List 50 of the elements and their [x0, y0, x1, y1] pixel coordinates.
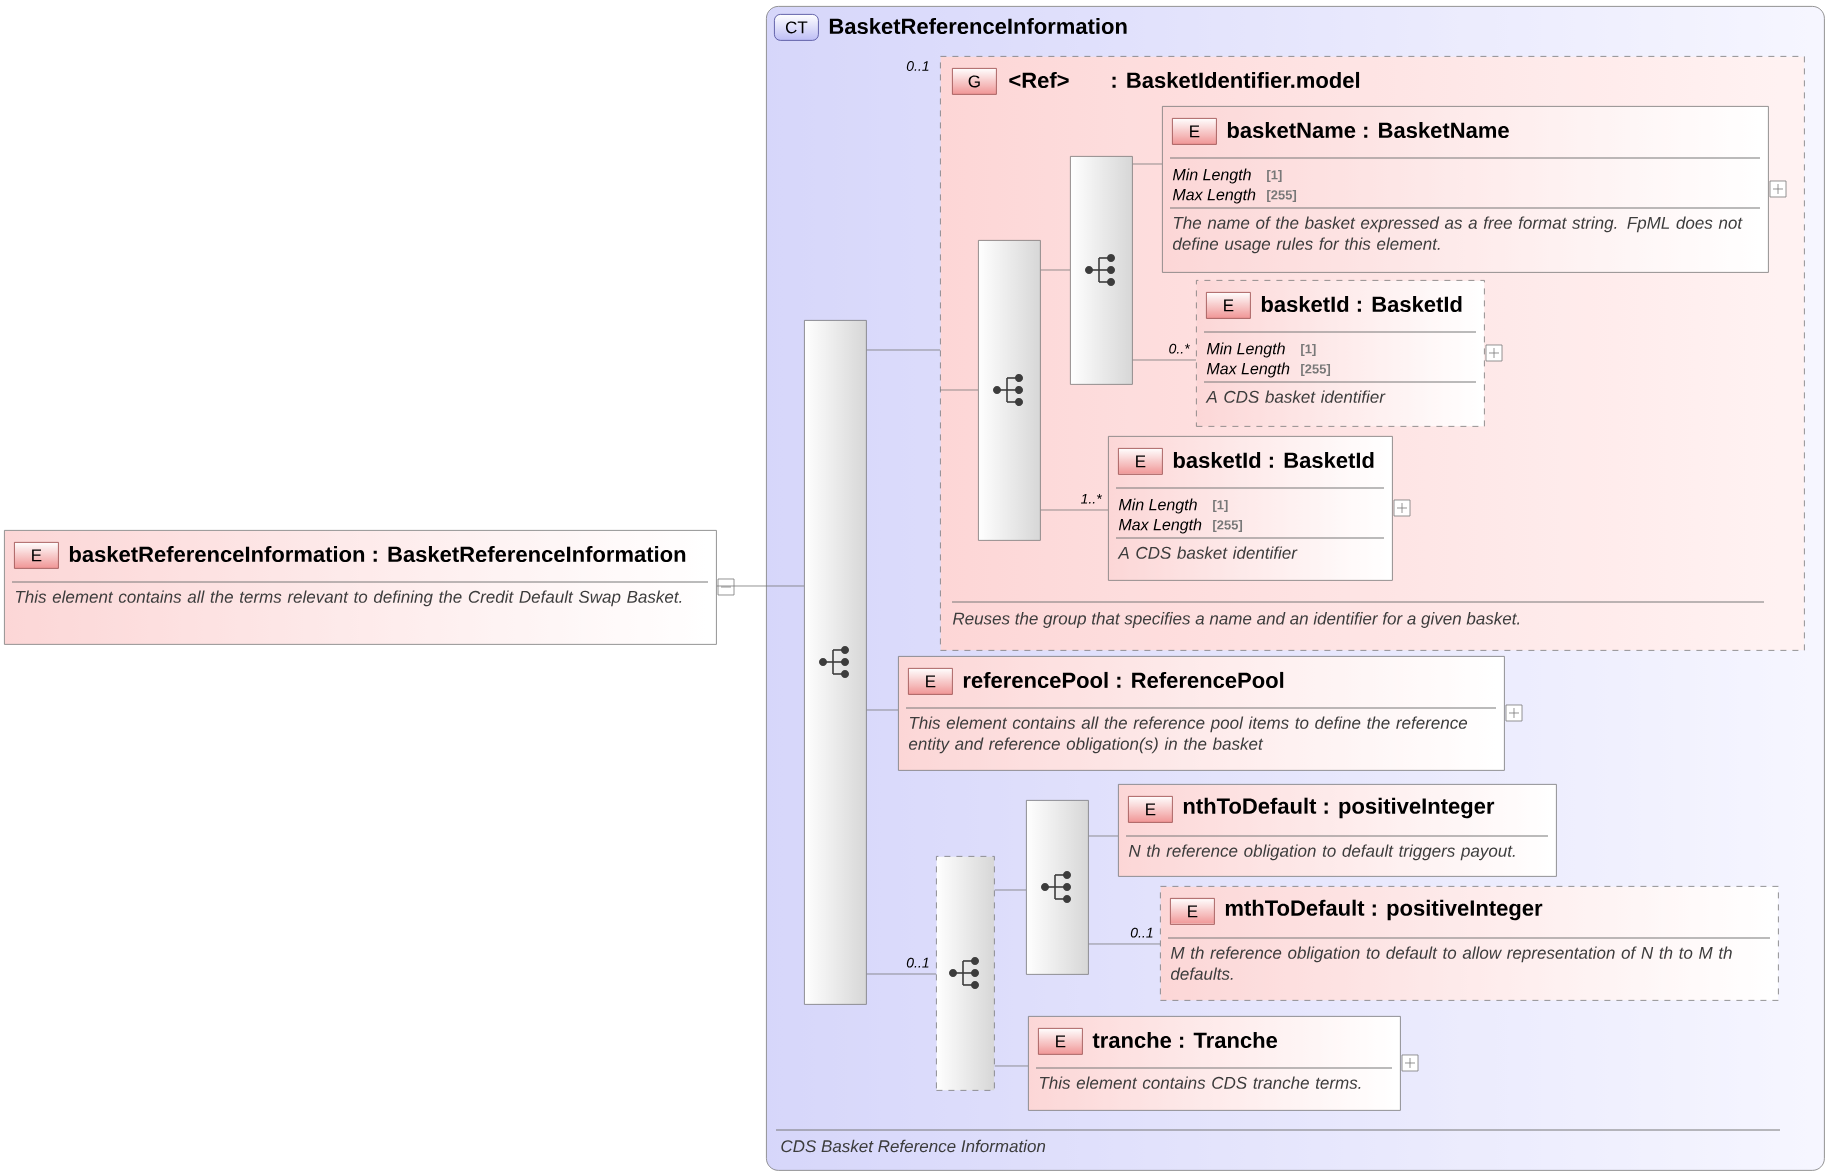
element-name: basketId : BasketId — [1261, 295, 1462, 313]
badge: E — [1206, 292, 1251, 319]
connector-line — [866, 709, 899, 711]
facet-name: Max Length — [1118, 518, 1202, 534]
facet-name: Min Length — [1206, 342, 1285, 358]
description: N th reference obligation to default triggers payout. — [1128, 844, 1515, 861]
badge: E — [14, 542, 59, 569]
badge: E — [1038, 1028, 1083, 1055]
facet-name: Min Length — [1118, 498, 1197, 514]
connector-line — [1040, 509, 1109, 511]
connector-line — [994, 889, 1027, 891]
connector-line — [1040, 269, 1071, 271]
badge: E — [1170, 898, 1215, 925]
badge: E — [1172, 118, 1217, 145]
description: A CDS basket identifier — [1205, 390, 1386, 403]
element-name: basketId : BasketId — [1173, 451, 1374, 469]
connector-line — [994, 1065, 1029, 1067]
element-name: tranche : Tranche — [1092, 1031, 1278, 1049]
connector-line — [1088, 835, 1119, 837]
description: This element contains all the terms relevant to defining the Credit Default Swap Basket. — [15, 590, 682, 607]
connector-line — [939, 389, 979, 391]
connector-line — [1088, 943, 1161, 945]
connector-line — [716, 585, 805, 587]
description: M th reference obligation to default to allow representation of N th to M th defaults. — [1170, 946, 1732, 980]
description: A CDS basket identifier — [1117, 546, 1298, 559]
badge: E — [908, 668, 953, 695]
element-name: basketReferenceInformation : BasketReferenceInformation — [69, 545, 686, 563]
connector-line — [1132, 359, 1197, 361]
element-name: mthToDefault : positiveInteger — [1225, 899, 1543, 921]
connector-line — [866, 349, 941, 351]
badge: E — [1118, 448, 1163, 475]
group-ref: <Ref> — [1009, 71, 1069, 89]
element-name: basketName : BasketName — [1227, 121, 1509, 139]
connector-line — [1132, 163, 1163, 165]
description: Reuses the group that specifies a name and an identifier for a given basket. — [952, 612, 1520, 628]
facet-name: Max Length — [1206, 362, 1290, 378]
element-name: nthToDefault : positiveInteger — [1183, 797, 1495, 819]
element-name: referencePool : ReferencePool — [963, 671, 1284, 689]
type-name: BasketReferenceInformation — [829, 17, 1127, 35]
badge: E — [1128, 796, 1173, 823]
group-name: : BasketIdentifier.model — [1112, 71, 1360, 89]
description: CDS Basket Reference Information — [781, 1139, 1046, 1153]
description: The name of the basket expressed as a free format string. FpML does not define usage rules for this element. — [1172, 216, 1743, 254]
facet-name: Min Length — [1172, 168, 1251, 184]
badge: CT — [774, 14, 819, 41]
description: This element contains CDS tranche terms. — [1039, 1076, 1361, 1089]
badge: G — [952, 68, 997, 95]
facet-name: Max Length — [1172, 188, 1256, 204]
connector-line — [866, 973, 937, 975]
description: This element contains all the reference pool items to define the reference entity and reference obligation(s) in the basket — [908, 716, 1468, 754]
